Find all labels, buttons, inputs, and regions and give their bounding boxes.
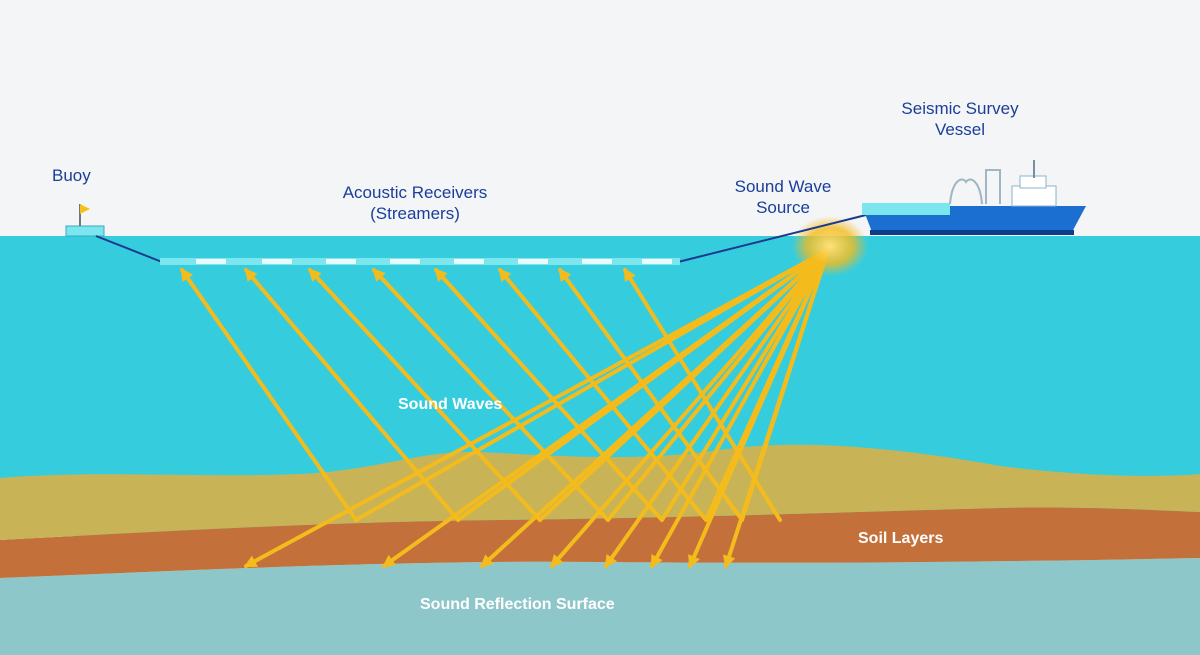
reflection-surface-label: Sound Reflection Surface [420, 596, 615, 613]
downgoing-ray [354, 248, 830, 522]
upgoing-ray [558, 267, 744, 522]
vessel-tow-line [677, 213, 871, 263]
streamer-segment [262, 259, 292, 264]
reflected-ray [243, 248, 830, 568]
upgoing-ray [308, 268, 542, 522]
buoy-label-text: Buoy [52, 166, 91, 185]
acoustic-receivers-label: Acoustic Receivers [342, 183, 488, 202]
reflected-ray [688, 248, 830, 569]
reflected-ray [381, 248, 830, 568]
sound-wave-label: Sound Wave [734, 177, 832, 196]
streamers-label: Acoustic Receivers (Streamers) [310, 182, 520, 224]
upgoing-ray [244, 268, 460, 522]
upgoing-ray [498, 268, 708, 522]
streamer-segment [518, 259, 548, 264]
reflected-ray [604, 248, 830, 569]
upgoing-ray [180, 267, 358, 522]
vessel-crane [949, 178, 983, 205]
sound-source-burst [792, 216, 868, 276]
soil-layer [0, 507, 1200, 578]
buoy-float [65, 225, 105, 237]
streamer-segments [196, 259, 672, 264]
seismic-survey-label: Seismic Survey [901, 99, 1019, 118]
streamer-segment [582, 259, 612, 264]
soil-layers-label: Soil Layers [858, 530, 944, 547]
streamer-segment [326, 259, 356, 264]
buoy [65, 204, 105, 237]
streamer-segment [454, 259, 484, 264]
bedrock-layer [0, 558, 1200, 655]
streamers-sublabel: (Streamers) [370, 204, 460, 223]
streamer-segment [642, 259, 672, 264]
sound-rays [180, 248, 830, 569]
vessel-superstructure [1011, 185, 1057, 207]
vessel-deck [862, 203, 950, 215]
vessel-waterline [870, 230, 1074, 235]
reflected-ray [723, 248, 830, 569]
downgoing-ray [660, 248, 830, 522]
reflected-ray [550, 248, 830, 568]
reflected-ray [650, 248, 830, 569]
vessel-crane [985, 169, 1001, 204]
source-label: Source [756, 198, 810, 217]
upgoing-ray [434, 268, 664, 522]
survey-vessel [862, 160, 1086, 235]
buoy-tow-line [95, 235, 163, 263]
sand-layer [0, 444, 1200, 540]
buoy-flag [80, 204, 90, 214]
vessel-sublabel: Vessel [934, 120, 986, 139]
buoy-label: Buoy [52, 165, 91, 186]
streamer-segment [390, 259, 420, 264]
reflected-ray [480, 248, 830, 568]
sound-waves-label: Sound Waves [398, 396, 503, 413]
streamer-segment [196, 259, 226, 264]
upgoing-ray [372, 268, 610, 522]
